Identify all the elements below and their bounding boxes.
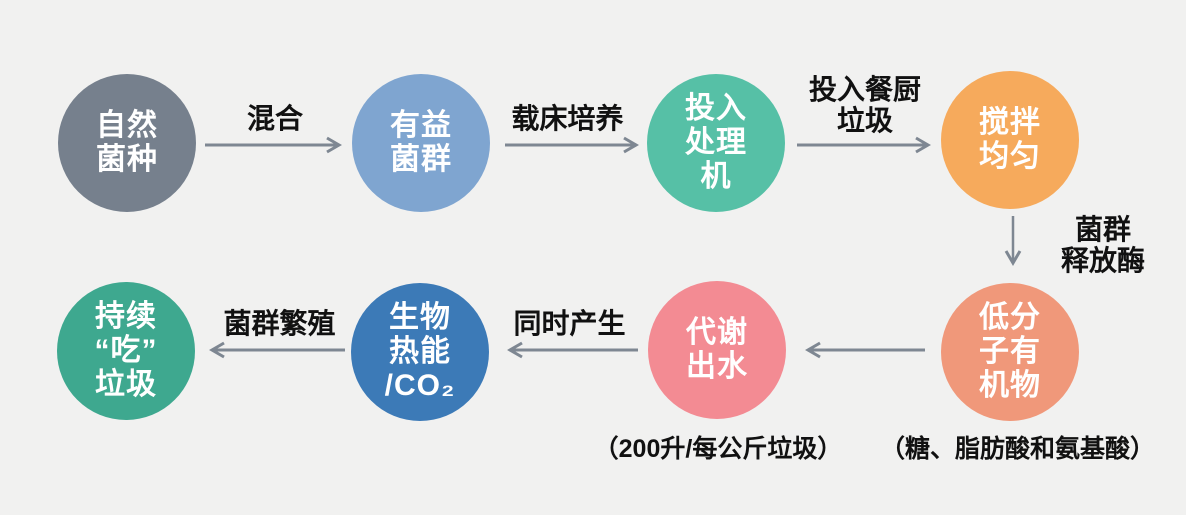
node-bio-heat-co2: 生物 热能 /CO₂ (351, 283, 489, 421)
node-label-line: 处理 (685, 126, 747, 159)
node-label-line: 搅拌 (979, 106, 1041, 139)
node-label-line: /CO₂ (384, 369, 456, 402)
note-organics-composition: （糖、脂肪酸和氨基酸） (880, 435, 1156, 463)
node-label-line: 代谢 (686, 316, 748, 349)
arrow-label-flora-release-enzyme: 菌群 释放酶 (1060, 214, 1145, 276)
node-label-line: 菌群 (390, 143, 452, 176)
arrow-label-bed-culture: 载床培养 (511, 103, 624, 134)
node-label-line: 垃圾 (95, 368, 157, 401)
arrow-label-mix: 混合 (246, 103, 303, 134)
note-metabolic-water-volume: （200升/每公斤垃圾） (593, 435, 843, 463)
node-continuously-eat-garbage: 持续 “吃” 垃圾 (57, 282, 195, 420)
node-label-line: 自然 (96, 109, 158, 142)
node-label-line: 投入 (685, 92, 747, 125)
node-label-line: “吃” (94, 334, 158, 367)
node-label-line: 子有 (979, 335, 1041, 368)
node-natural-bacteria: 自然 菌种 (58, 74, 196, 212)
arrow-label-flora-reproduce: 菌群繁殖 (223, 308, 336, 339)
node-feed-into-processor: 投入 处理 机 (647, 74, 785, 212)
node-label-line: 机 (700, 160, 732, 193)
node-label-line: 生物 (389, 301, 451, 334)
node-beneficial-flora: 有益 菌群 (352, 74, 490, 212)
arrow-label-simultaneously-produce: 同时产生 (513, 308, 626, 339)
node-label-line: 出水 (686, 350, 748, 383)
node-label-line: 有益 (390, 109, 452, 142)
node-label-line: 菌种 (96, 143, 158, 176)
node-low-molecular-organics: 低分 子有 机物 (941, 283, 1079, 421)
node-label-line: 热能 (389, 335, 451, 368)
node-stir-evenly: 搅拌 均匀 (941, 71, 1079, 209)
node-label-line: 机物 (979, 369, 1041, 402)
node-label-line: 持续 (95, 300, 157, 333)
node-label-line: 低分 (979, 301, 1041, 334)
arrow-label-feed-kitchen-waste: 投入餐厨 垃圾 (808, 74, 921, 136)
node-label-line: 均匀 (979, 140, 1041, 173)
node-metabolic-water: 代谢 出水 (648, 281, 786, 419)
